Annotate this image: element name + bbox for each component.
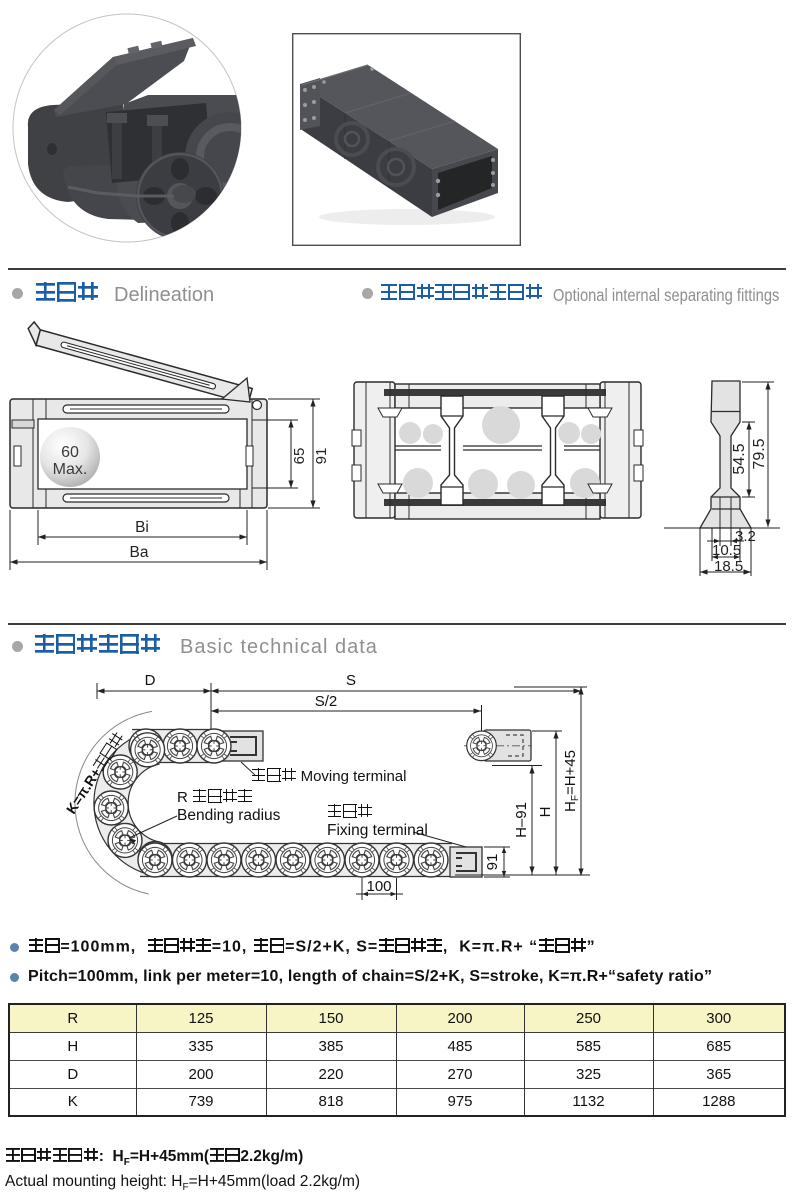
svg-text:100: 100 (366, 878, 391, 895)
svg-text:18.5: 18.5 (714, 558, 743, 575)
svg-text:79.5: 79.5 (751, 438, 768, 469)
svg-text:S: S (346, 672, 356, 689)
svg-text:65: 65 (291, 448, 308, 465)
svg-text:H: H (537, 807, 554, 818)
svg-text:60: 60 (61, 444, 79, 461)
svg-text:54.5: 54.5 (731, 443, 748, 474)
svg-text:3.2: 3.2 (735, 528, 756, 545)
svg-text:Bi: Bi (135, 519, 149, 536)
svg-text:H–91: H–91 (513, 802, 530, 838)
svg-text:Ba: Ba (130, 544, 149, 561)
svg-text:HF=H+45: HF=H+45 (562, 750, 581, 812)
svg-text:D: D (145, 672, 156, 689)
svg-text:91: 91 (313, 448, 330, 465)
svg-text:91: 91 (484, 854, 501, 871)
svg-text:10.5: 10.5 (712, 542, 741, 559)
svg-text:S/2: S/2 (315, 693, 338, 710)
svg-text:Max.: Max. (53, 461, 88, 478)
